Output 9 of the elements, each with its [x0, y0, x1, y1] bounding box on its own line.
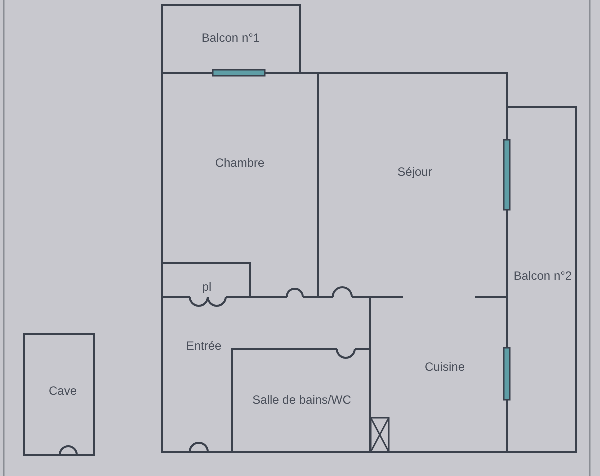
room-label: Balcon n°1	[202, 32, 260, 44]
room-label: Cave	[49, 385, 77, 397]
room-label: Chambre	[215, 157, 265, 169]
room-label: Salle de bains/WC	[252, 394, 352, 406]
room-label: pl	[202, 281, 212, 293]
room-label: Cuisine	[424, 361, 466, 373]
room-label: Balcon n°2	[514, 270, 572, 282]
room-label: Séjour	[398, 166, 432, 178]
room-label: Entrée	[186, 340, 222, 352]
